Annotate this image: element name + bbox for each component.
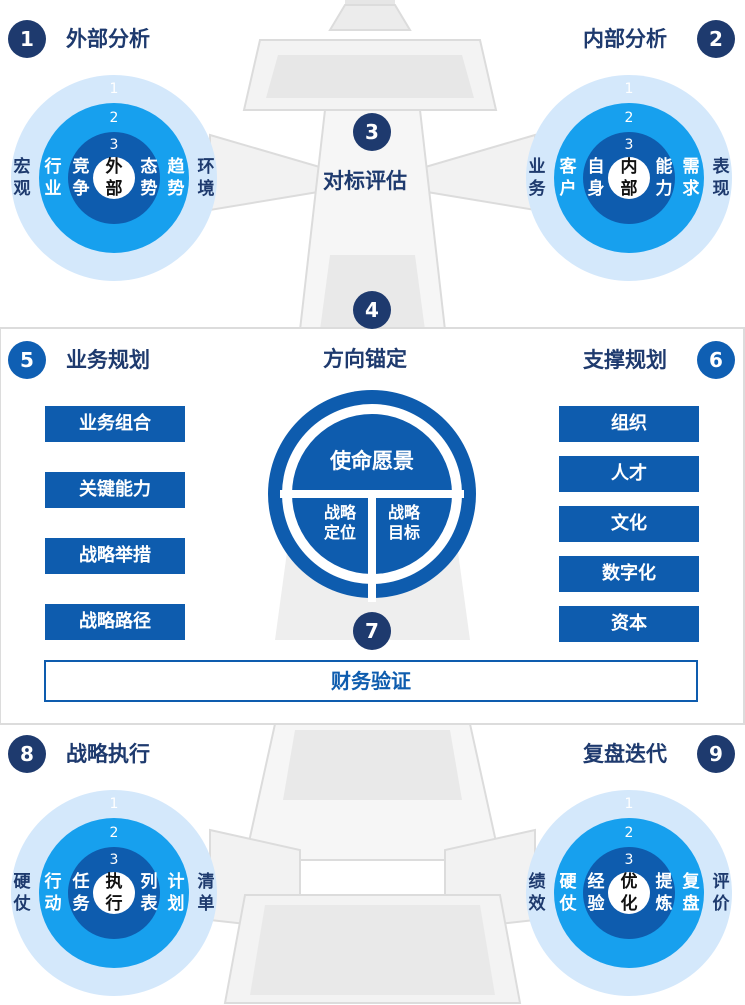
- wheel-bottom-right-label: 战略目标: [387, 503, 420, 542]
- label-inner-right: 提炼: [655, 872, 673, 914]
- badge-benchmark: 3: [353, 113, 391, 151]
- finance-verification-bar: 财务验证: [44, 660, 698, 702]
- support-item-1: 人才: [559, 456, 699, 492]
- ring-number-3: 3: [109, 852, 119, 868]
- ring-number-1: 1: [109, 81, 119, 97]
- label-inner-left: 自身: [587, 157, 605, 199]
- center-disc: [608, 157, 650, 199]
- label-inner-right: 列表: [140, 872, 158, 914]
- center-disc: [93, 872, 135, 914]
- label-center: 外部: [105, 157, 123, 199]
- ring-number-2: 2: [109, 110, 119, 126]
- label-mid-left: 客户: [559, 157, 577, 199]
- center-disc: [608, 872, 650, 914]
- ring-number-2: 2: [624, 110, 634, 126]
- badge-finance: 7: [353, 612, 391, 650]
- business-item-3: 战略路径: [45, 604, 185, 640]
- ring-number-1: 1: [109, 796, 119, 812]
- heading-internal: 内部分析: [583, 27, 667, 51]
- label-outer-right: 清单: [197, 872, 215, 914]
- label-inner-right: 态势: [140, 157, 158, 199]
- wheel-bottom-left-label: 战略定位: [323, 503, 356, 542]
- strategy-wheel: [268, 390, 476, 602]
- ring-number-1: 1: [624, 796, 634, 812]
- label-outer-left: 业务: [528, 157, 546, 199]
- label-outer-left: 硬仗: [13, 872, 31, 914]
- label-outer-right: 表现: [712, 157, 730, 199]
- label-mid-left: 行动: [44, 872, 62, 914]
- support-item-3: 数字化: [559, 556, 699, 592]
- label-center: 执行: [105, 872, 123, 914]
- badge-internal: 2: [697, 20, 735, 58]
- label-outer-left: 宏观: [13, 157, 31, 199]
- badge-business-planning: 5: [8, 341, 46, 379]
- label-mid-right: 计划: [167, 872, 185, 914]
- badge-execution: 8: [8, 735, 46, 773]
- label-inner-left: 任务: [72, 872, 90, 914]
- heading-benchmark: 对标评估: [323, 169, 407, 193]
- heading-direction: 方向锚定: [323, 347, 407, 371]
- heading-business-planning: 业务规划: [66, 348, 150, 372]
- label-mid-left: 行业: [44, 157, 62, 199]
- label-mid-right: 复盘: [682, 872, 700, 914]
- badge-review: 9: [697, 735, 735, 773]
- heading-review: 复盘迭代: [583, 742, 667, 766]
- badge-direction: 4: [353, 291, 391, 329]
- label-outer-left: 绩效: [528, 872, 546, 914]
- label-center: 优化: [620, 872, 638, 914]
- ring-number-2: 2: [624, 825, 634, 841]
- label-outer-right: 评价: [712, 872, 730, 914]
- label-outer-right: 环境: [197, 157, 215, 199]
- ring-number-3: 3: [624, 852, 634, 868]
- ring-number-2: 2: [109, 825, 119, 841]
- label-mid-right: 需求: [682, 157, 700, 199]
- business-item-0: 业务组合: [45, 406, 185, 442]
- heading-support-planning: 支撑规划: [583, 348, 667, 372]
- badge-support-planning: 6: [697, 341, 735, 379]
- center-disc: [93, 157, 135, 199]
- label-inner-right: 能力: [655, 157, 673, 199]
- business-item-1: 关键能力: [45, 472, 185, 508]
- label-center: 内部: [620, 157, 638, 199]
- business-item-2: 战略举措: [45, 538, 185, 574]
- label-inner-left: 竞争: [72, 157, 90, 199]
- ring-number-3: 3: [624, 137, 634, 153]
- label-mid-left: 硬仗: [559, 872, 577, 914]
- wheel-top-label: 使命愿景: [330, 449, 414, 473]
- heading-external: 外部分析: [66, 27, 150, 51]
- support-item-2: 文化: [559, 506, 699, 542]
- ring-number-1: 1: [624, 81, 634, 97]
- support-item-4: 资本: [559, 606, 699, 642]
- support-item-0: 组织: [559, 406, 699, 442]
- label-mid-right: 趋势: [167, 157, 185, 199]
- ring-number-3: 3: [109, 137, 119, 153]
- label-inner-left: 经验: [587, 872, 605, 914]
- badge-external: 1: [8, 20, 46, 58]
- heading-execution: 战略执行: [66, 742, 150, 766]
